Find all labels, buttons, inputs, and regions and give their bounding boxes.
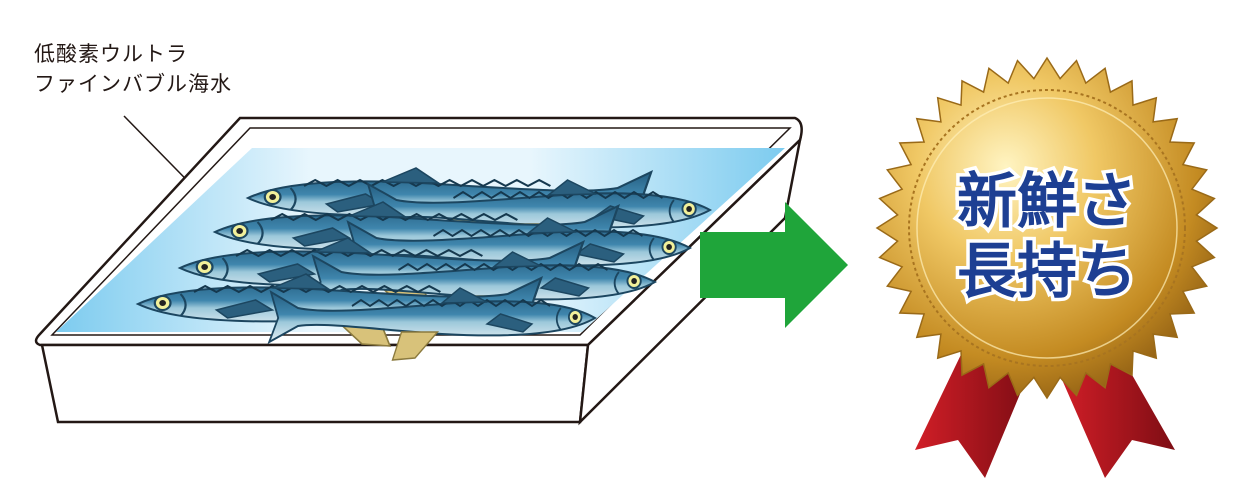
label-line-2: ファインバブル海水 xyxy=(34,72,232,96)
medal-title-line1: 新鮮さ xyxy=(957,167,1137,237)
medal-title-line2: 長持ち xyxy=(957,237,1137,307)
label-line-1: 低酸素ウルトラ xyxy=(34,42,188,66)
arrow-right-icon xyxy=(700,202,848,328)
medal-icon xyxy=(875,56,1219,400)
